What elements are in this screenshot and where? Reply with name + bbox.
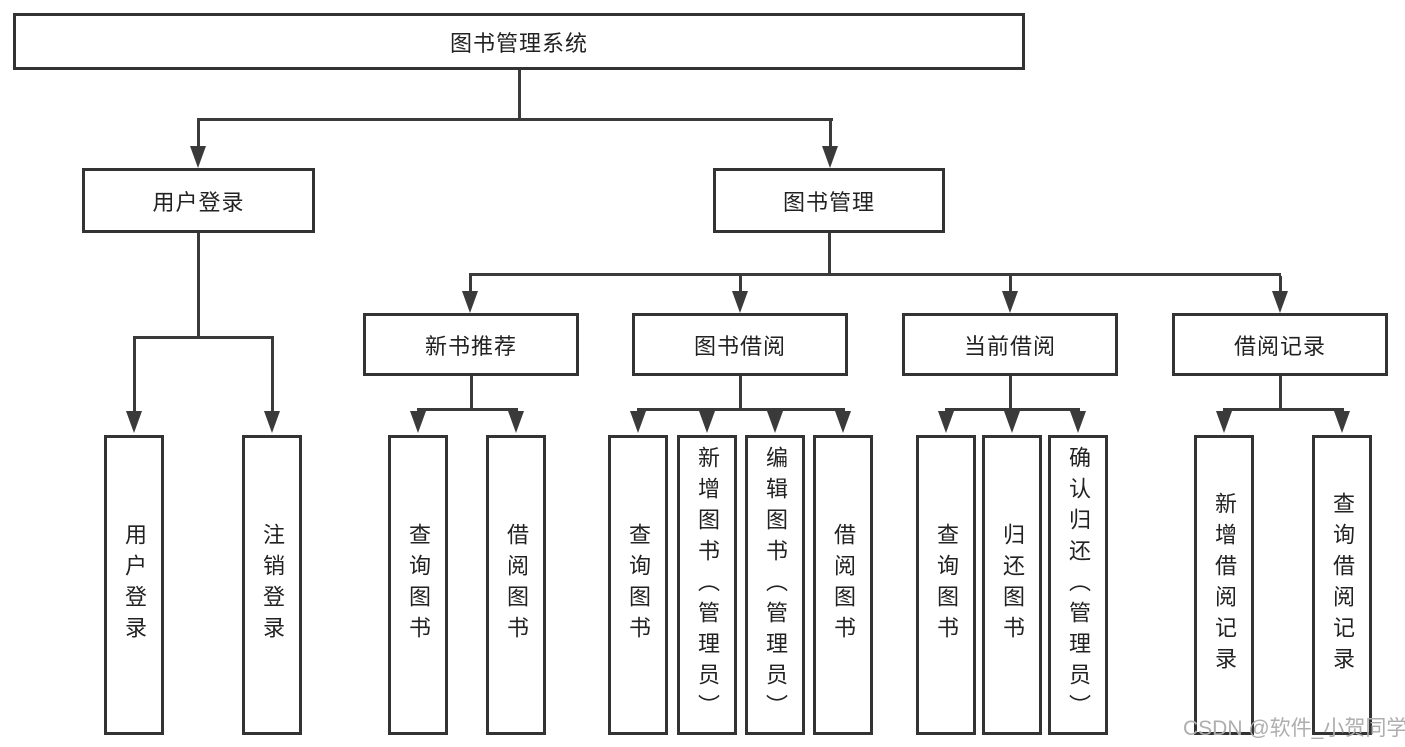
leaf-newbooks-query-books: 查询图书: [388, 435, 448, 735]
node-borrow-records-label: 借阅记录: [1233, 333, 1326, 359]
arrow-down-icon: [1002, 291, 1018, 313]
leaf-newbooks-borrow-books: 借阅图书: [486, 435, 546, 735]
leaf-borrowing-query-books: 查询图书: [608, 435, 668, 735]
arrow-down-icon: [732, 291, 748, 313]
arrow-down-icon: [410, 411, 426, 433]
arrow-down-icon: [835, 411, 851, 433]
node-borrow-records: 借阅记录: [1172, 313, 1388, 376]
leaf-borrowing-add-books-admin-label: 新增图书（管理员）: [695, 445, 720, 725]
leaf-newbooks-borrow-books-label: 借阅图书: [504, 523, 529, 647]
leaf-newbooks-query-books-label: 查询图书: [406, 523, 431, 647]
node-user-login: 用户登录: [82, 168, 315, 233]
leaf-records-query-record-label: 查询借阅记录: [1330, 492, 1355, 678]
leaf-current-query-books-label: 查询图书: [934, 523, 959, 647]
arrow-down-icon: [190, 146, 206, 168]
connector-line: [133, 339, 136, 413]
connector-line: [197, 233, 200, 338]
leaf-current-return-books-label: 归还图书: [1000, 523, 1025, 647]
leaf-borrowing-borrow-books: 借阅图书: [813, 435, 873, 735]
connector-line: [470, 376, 473, 410]
arrow-down-icon: [264, 411, 280, 433]
leaf-borrowing-edit-books-admin-label: 编辑图书（管理员）: [763, 445, 788, 725]
node-new-book-recommend: 新书推荐: [363, 313, 579, 376]
connector-line: [1279, 276, 1282, 293]
node-library-system-label: 图书管理系统: [449, 30, 588, 56]
leaf-records-add-record-label: 新增借阅记录: [1212, 492, 1237, 678]
node-current-borrowing: 当前借阅: [902, 313, 1118, 376]
leaf-current-confirm-return-admin: 确认归还（管理员）: [1048, 435, 1108, 735]
connector-line: [417, 408, 518, 411]
connector-line: [1009, 276, 1012, 293]
arrow-down-icon: [462, 291, 478, 313]
leaf-current-query-books: 查询图书: [916, 435, 976, 735]
leaf-borrowing-borrow-books-label: 借阅图书: [831, 523, 856, 647]
csdn-watermark: CSDN @软件_小贺同学: [1183, 717, 1405, 740]
node-book-borrowing: 图书借阅: [632, 313, 848, 376]
leaf-user-login-label: 用户登录: [122, 523, 147, 647]
arrow-down-icon: [1070, 411, 1086, 433]
arrow-down-icon: [767, 411, 783, 433]
arrow-down-icon: [938, 411, 954, 433]
leaf-records-add-record: 新增借阅记录: [1194, 435, 1254, 735]
connector-line: [637, 408, 845, 411]
arrow-down-icon: [1216, 411, 1232, 433]
connector-line: [1279, 376, 1282, 410]
node-book-borrowing-label: 图书借阅: [693, 333, 786, 359]
arrow-down-icon: [630, 411, 646, 433]
leaf-current-return-books: 归还图书: [982, 435, 1042, 735]
connector-line: [133, 336, 274, 339]
connector-line: [271, 339, 274, 413]
connector-line: [945, 408, 1080, 411]
arrow-down-icon: [126, 411, 142, 433]
arrow-down-icon: [1272, 291, 1288, 313]
leaf-user-login: 用户登录: [104, 435, 164, 735]
connector-line: [469, 276, 472, 293]
node-book-management: 图书管理: [713, 168, 945, 233]
leaf-borrowing-query-books-label: 查询图书: [626, 523, 651, 647]
connector-line: [1223, 408, 1344, 411]
arrow-down-icon: [1004, 411, 1020, 433]
node-current-borrowing-label: 当前借阅: [963, 333, 1056, 359]
leaf-borrowing-edit-books-admin: 编辑图书（管理员）: [745, 435, 805, 735]
arrow-down-icon: [1334, 411, 1350, 433]
connector-line: [828, 233, 831, 275]
arrow-down-icon: [699, 411, 715, 433]
node-library-system: 图书管理系统: [13, 13, 1025, 70]
leaf-current-confirm-return-admin-label: 确认归还（管理员）: [1066, 445, 1091, 725]
leaf-logout: 注销登录: [242, 435, 302, 735]
leaf-borrowing-add-books-admin: 新增图书（管理员）: [677, 435, 737, 735]
connector-line: [829, 121, 832, 148]
connector-line: [197, 118, 833, 121]
connector-line: [469, 273, 1281, 276]
node-book-management-label: 图书管理: [782, 189, 875, 215]
connector-line: [518, 70, 521, 118]
arrow-down-icon: [822, 146, 838, 168]
connector-line: [739, 276, 742, 293]
connector-line: [197, 121, 200, 148]
arrow-down-icon: [508, 411, 524, 433]
leaf-records-query-record: 查询借阅记录: [1312, 435, 1372, 735]
leaf-logout-label: 注销登录: [260, 523, 285, 647]
node-new-book-recommend-label: 新书推荐: [424, 333, 517, 359]
connector-line: [1009, 376, 1012, 410]
node-user-login-label: 用户登录: [152, 189, 245, 215]
connector-line: [739, 376, 742, 410]
